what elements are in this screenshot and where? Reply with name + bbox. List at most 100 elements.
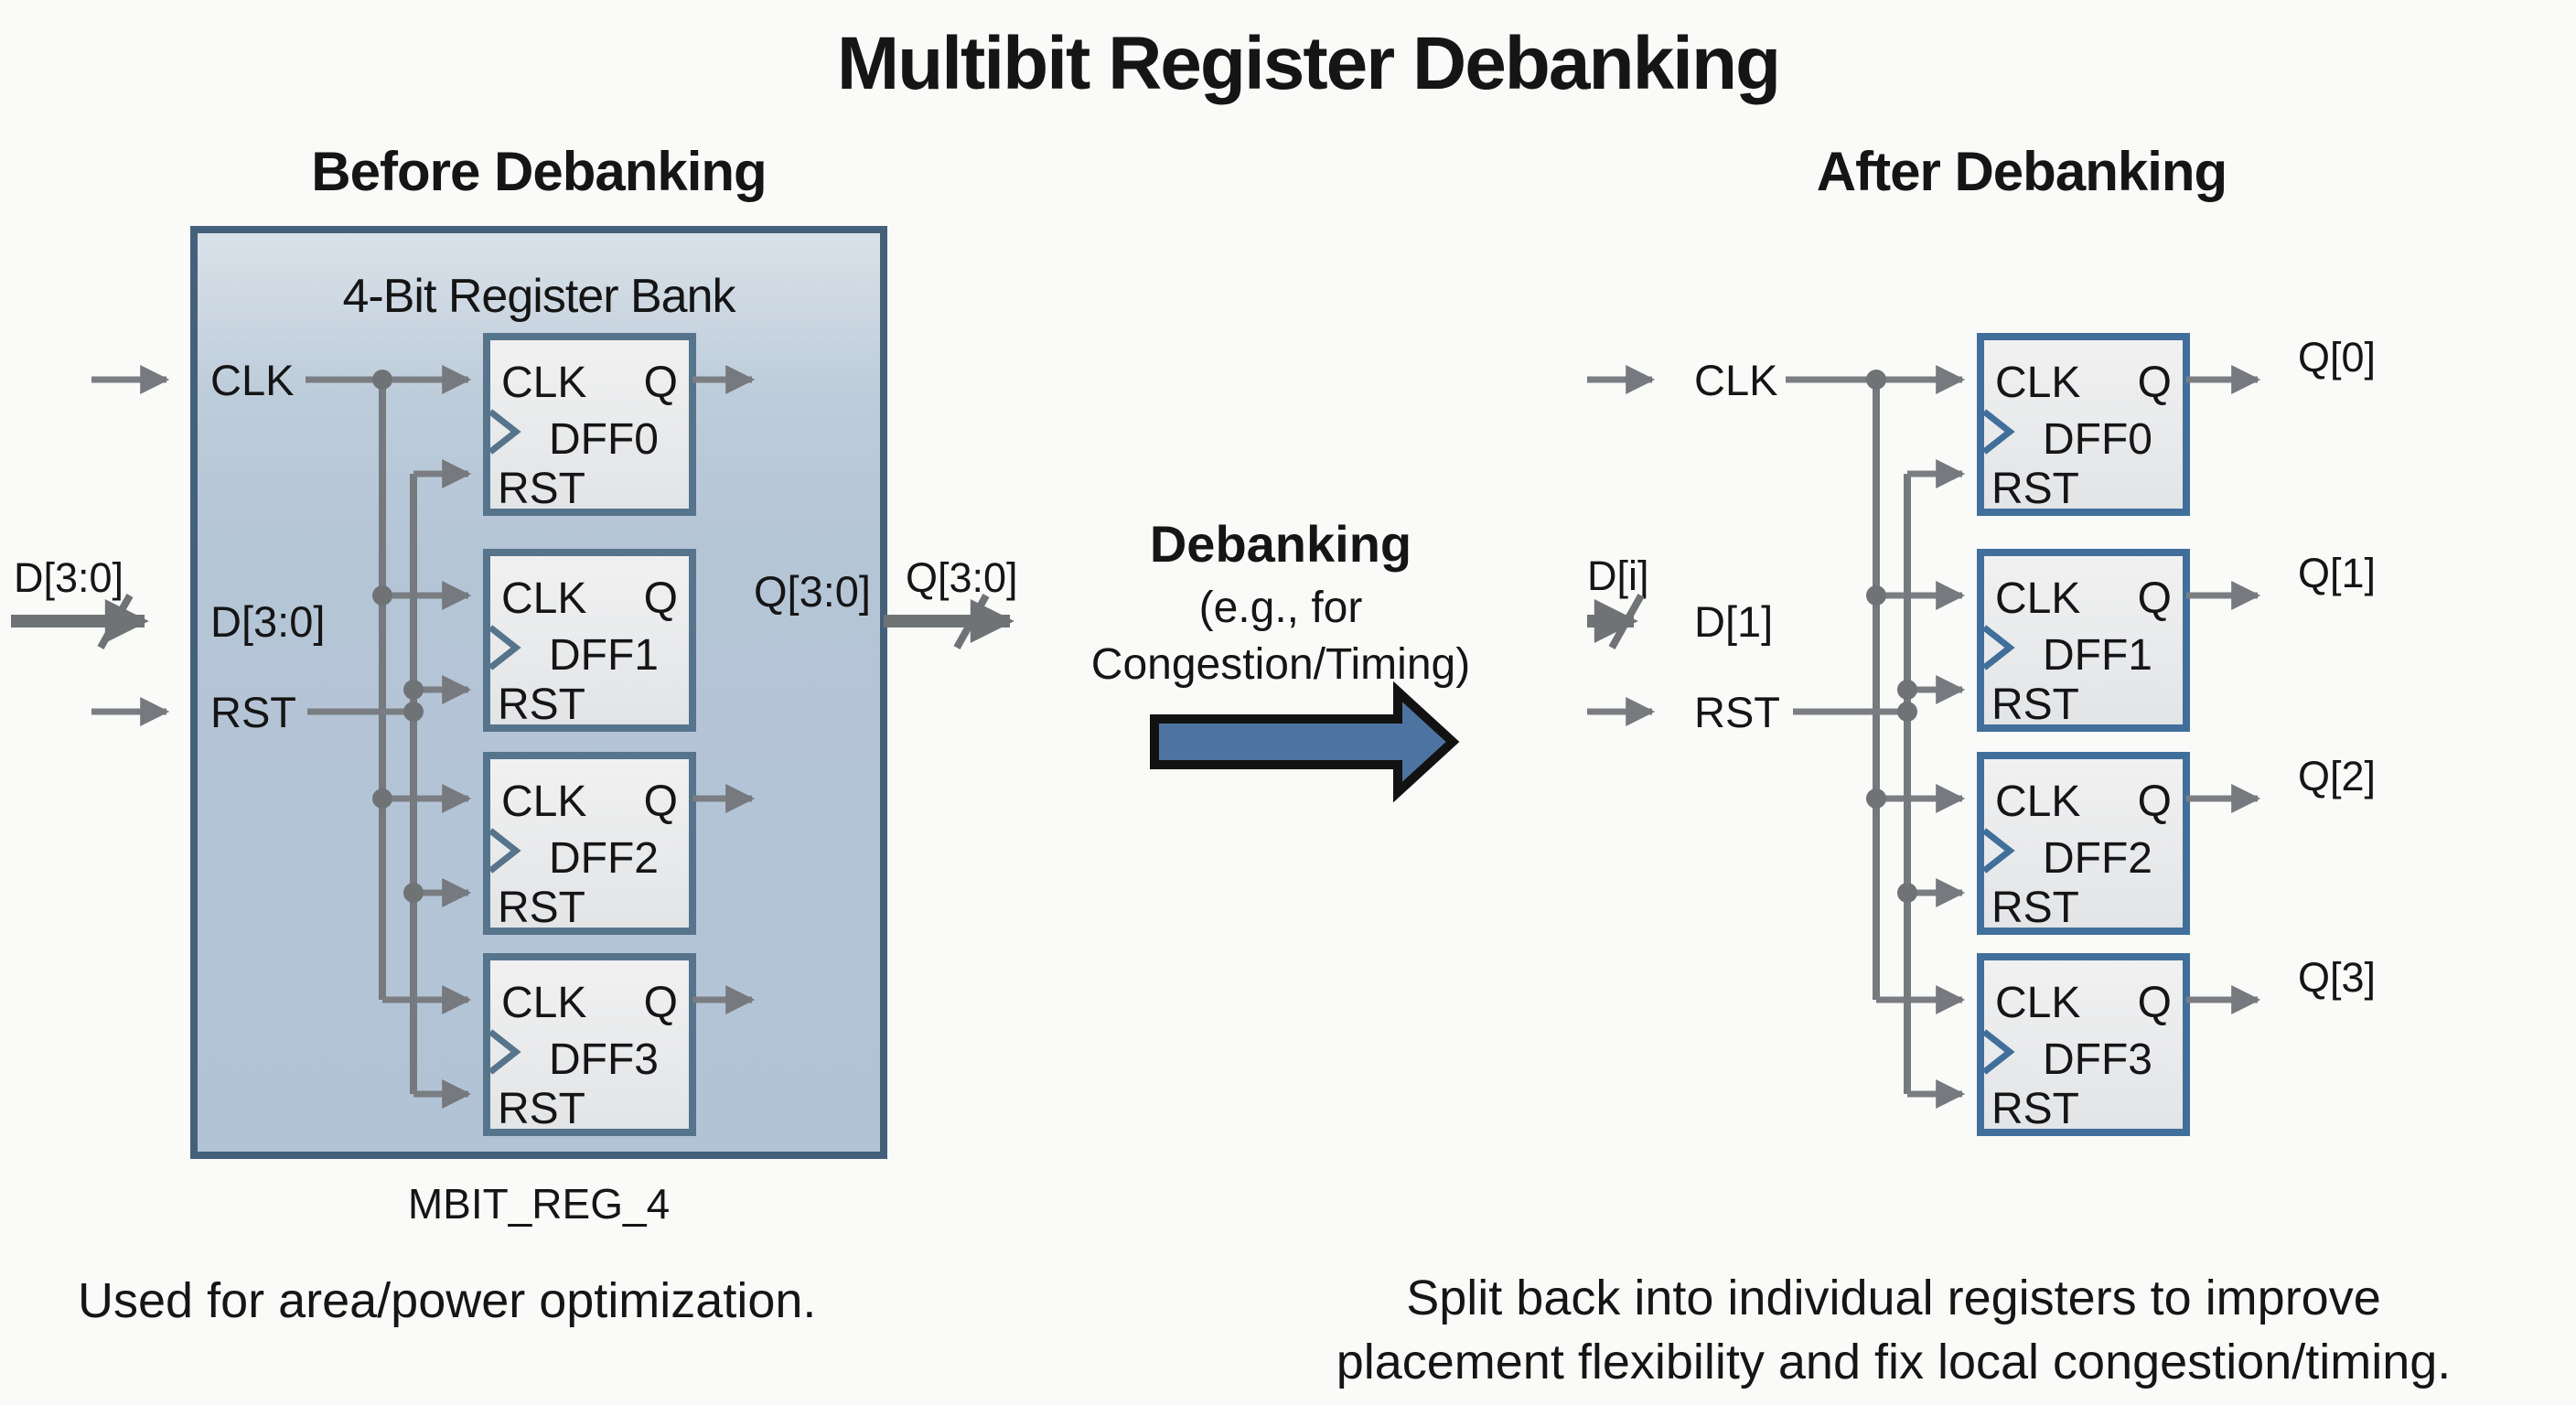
- bank-port-q: Q[3:0]: [754, 567, 871, 616]
- d-bus-input-label: D[3:0]: [14, 554, 123, 601]
- dff-q-label: Q: [644, 979, 678, 1027]
- dff-q-label: Q: [644, 778, 678, 826]
- dff-name: DFF2: [2043, 834, 2152, 883]
- before-dff2-block: CLK Q DFF2 RST: [483, 752, 756, 935]
- d-bus-input-label: D[i]: [1587, 552, 1649, 599]
- after-rst-wires: [1793, 459, 1966, 1109]
- dff-rst-label: RST: [1991, 681, 2079, 729]
- junction-dot: [372, 585, 392, 606]
- page-title: Multibit Register Debanking: [837, 22, 1779, 105]
- dff-name: DFF1: [549, 631, 659, 680]
- dff-q-label: Q: [2138, 574, 2172, 623]
- q-output-label: Q[0]: [2298, 334, 2376, 381]
- q-output-label: Q[2]: [2298, 753, 2376, 799]
- junction-dot: [1897, 702, 1917, 722]
- clock-edge-icon: [488, 409, 521, 455]
- dff-rst-label: RST: [498, 1085, 585, 1133]
- dff-name: DFF3: [2043, 1035, 2152, 1084]
- dff-clk-label: CLK: [501, 359, 586, 407]
- dff-rst-label: RST: [1991, 465, 2079, 513]
- register-bank-title: 4-Bit Register Bank: [343, 270, 737, 323]
- bus-width-slash-icon: [953, 594, 990, 649]
- dff-rst-label: RST: [498, 681, 585, 729]
- dff-box: [1977, 953, 2190, 1136]
- after-section-header: After Debanking: [1817, 141, 2227, 202]
- clock-edge-icon: [1981, 828, 2015, 874]
- dff-box: [483, 549, 696, 732]
- junction-dot: [1897, 680, 1917, 700]
- bank-port-clk: CLK: [210, 356, 294, 404]
- clock-edge-icon: [488, 1029, 521, 1075]
- junction-dot: [1897, 883, 1917, 903]
- before-dff0-block: CLK Q DFF0 RST: [483, 333, 756, 516]
- junction-dot: [403, 883, 424, 903]
- debanking-transform: Debanking (e.g., for Congestion/Timing): [1091, 515, 1470, 803]
- bank-port-rst: RST: [210, 688, 296, 736]
- dff-rst-label: RST: [1991, 884, 2079, 932]
- dff-name: DFF3: [549, 1035, 659, 1084]
- dff-clk-label: CLK: [1995, 574, 2080, 623]
- junction-dot: [1866, 585, 1886, 606]
- after-caption-line2: placement flexibility and fix local cong…: [1336, 1335, 2452, 1389]
- junction-dot: [403, 702, 424, 722]
- after-port-rst: RST: [1694, 688, 1780, 736]
- q-bus-output-label: Q[3:0]: [906, 554, 1018, 601]
- after-caption-line1: Split back into individual registers to …: [1406, 1271, 2381, 1325]
- dff-box: [1977, 752, 2190, 935]
- debanking-arrow-icon: [1150, 681, 1460, 803]
- after-dff1-block: CLK Q DFF1 RST Q[1]: [1977, 549, 2376, 732]
- dff-box: [483, 953, 696, 1136]
- bus-width-slash-icon: [1608, 594, 1645, 649]
- after-structure: CLK D[i] D[1] RST: [1587, 333, 2376, 1136]
- before-rst-wires: [307, 459, 472, 1109]
- before-external-io: D[3:0] Q[3:0]: [11, 365, 1018, 726]
- junction-dot: [403, 680, 424, 700]
- dff-name: DFF0: [549, 415, 659, 464]
- dff-name: DFF1: [2043, 631, 2152, 680]
- q-output-label: Q[1]: [2298, 550, 2376, 596]
- dff-name: DFF0: [2043, 415, 2152, 464]
- bank-port-d: D[3:0]: [210, 597, 325, 646]
- dff-rst-label: RST: [498, 465, 585, 513]
- after-clk-wires: [1786, 365, 1966, 1014]
- junction-dot: [1866, 370, 1886, 390]
- dff-rst-label: RST: [1991, 1085, 2079, 1133]
- junction-dot: [1866, 788, 1886, 809]
- dff-q-label: Q: [644, 359, 678, 407]
- q-output-label: Q[3]: [2298, 954, 2376, 1001]
- dff-box: [1977, 333, 2190, 516]
- debanking-label: Debanking: [1150, 515, 1411, 573]
- junction-dot: [372, 370, 392, 390]
- clock-edge-icon: [1981, 625, 2015, 670]
- after-dff2-block: CLK Q DFF2 RST Q[2]: [1977, 752, 2376, 935]
- before-section-header: Before Debanking: [311, 141, 766, 202]
- dff-clk-label: CLK: [501, 979, 586, 1027]
- before-clk-wires: [306, 365, 472, 1014]
- clock-edge-icon: [1981, 1029, 2015, 1075]
- register-bank-panel: 4-Bit Register Bank CLK D[3:0] RST Q[3:0…: [190, 226, 887, 1159]
- dff-q-label: Q: [2138, 778, 2172, 826]
- debanking-subtext-line1: (e.g., for: [1199, 584, 1363, 632]
- clock-edge-icon: [1981, 409, 2015, 455]
- before-dff1-block: CLK Q DFF1 RST: [483, 549, 696, 732]
- debanking-subtext-line2: Congestion/Timing): [1091, 640, 1470, 689]
- clock-edge-icon: [488, 828, 521, 874]
- dff-name: DFF2: [549, 834, 659, 883]
- after-port-clk: CLK: [1694, 356, 1777, 404]
- after-dff0-block: CLK Q DFF0 RST Q[0]: [1977, 333, 2376, 516]
- bank-instance-name: MBIT_REG_4: [408, 1180, 670, 1228]
- after-port-d: D[1]: [1694, 597, 1773, 646]
- dff-box: [483, 752, 696, 935]
- after-dff3-block: CLK Q DFF3 RST Q[3]: [1977, 953, 2376, 1136]
- dff-clk-label: CLK: [1995, 359, 2080, 407]
- clock-edge-icon: [488, 625, 521, 670]
- dff-clk-label: CLK: [1995, 979, 2080, 1027]
- junction-dot: [372, 788, 392, 809]
- dff-q-label: Q: [2138, 979, 2172, 1027]
- bus-width-slash-icon: [97, 594, 134, 649]
- dff-box: [1977, 549, 2190, 732]
- dff-q-label: Q: [2138, 359, 2172, 407]
- dff-clk-label: CLK: [501, 574, 586, 623]
